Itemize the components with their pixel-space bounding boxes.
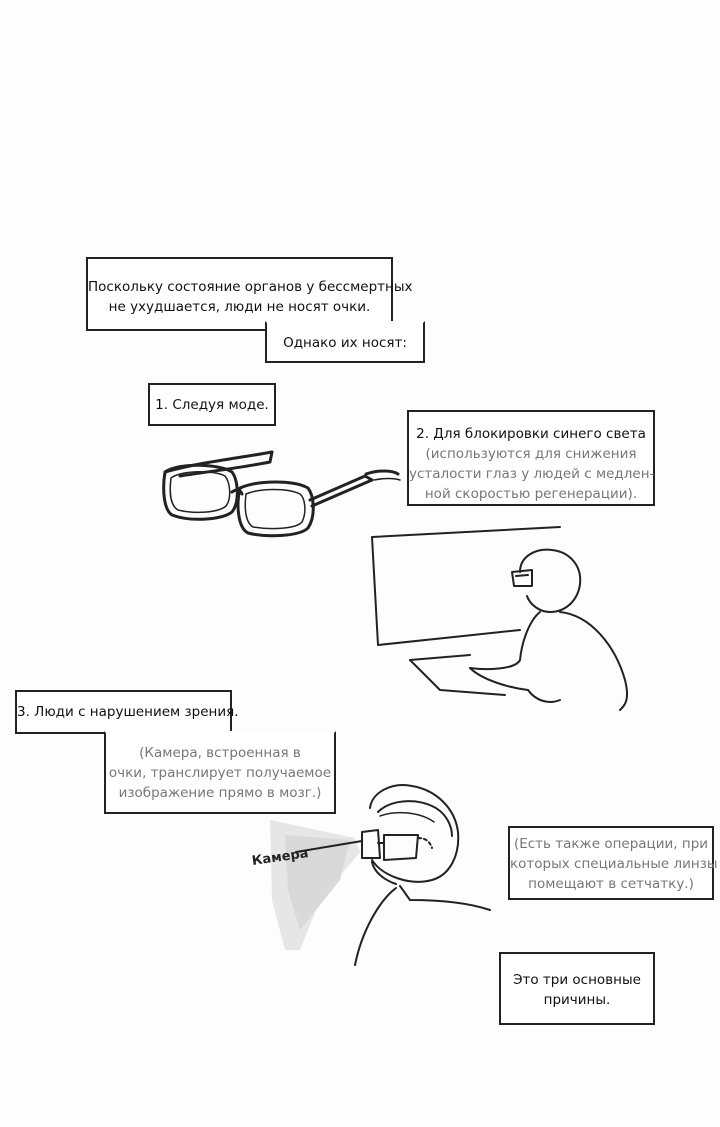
camera-note-line-2: очки, транслирует получаемое xyxy=(108,765,332,781)
reason-2-caption: 2. Для блокировки синего света (использу… xyxy=(407,410,655,506)
monitor-person-illustration xyxy=(371,526,629,711)
however-caption: Однако их носят: xyxy=(265,321,425,363)
reason-2-line-2: усталости глаз у людей с медлен- xyxy=(409,466,655,482)
intro-caption: Поскольку состояние органов у бессмертны… xyxy=(86,257,413,331)
summary-line-1: Это три основные xyxy=(513,972,641,988)
operations-caption: (Есть также операции, при которых специа… xyxy=(508,826,718,900)
reason-3-title: 3. Люди с нарушением зрения. xyxy=(17,704,239,720)
reason-1-caption: 1. Следуя моде. xyxy=(148,383,276,426)
camera-note-line-3: изображение прямо в мозг.) xyxy=(118,785,322,801)
however-text: Однако их носят: xyxy=(283,335,407,351)
camera-glasses-illustration xyxy=(270,784,491,966)
operations-line-1: (Есть также операции, при xyxy=(513,836,709,852)
summary-caption: Это три основные причины. xyxy=(499,952,655,1025)
glasses-illustration xyxy=(162,450,401,538)
operations-line-2: которых специальные линзы xyxy=(510,856,718,872)
reason-2-title: 2. Для блокировки синего света xyxy=(416,426,646,442)
intro-line-2: не ухудшается, люди не носят очки. xyxy=(108,299,371,315)
reason-2-line-1: (используются для снижения xyxy=(425,446,637,462)
camera-note-line-1: (Камера, встроенная в xyxy=(139,745,301,761)
reason-2-line-3: ной скоростью регенерации). xyxy=(424,486,638,502)
reason-1-text: 1. Следуя моде. xyxy=(155,397,269,413)
operations-line-3: помещают в сетчатку.) xyxy=(528,876,694,892)
camera-note-caption: (Камера, встроенная в очки, транслирует … xyxy=(104,731,336,814)
intro-line-1: Поскольку состояние органов у бессмертны… xyxy=(88,279,413,295)
reason-3-caption: 3. Люди с нарушением зрения. xyxy=(15,690,239,734)
summary-line-2: причины. xyxy=(543,992,611,1008)
